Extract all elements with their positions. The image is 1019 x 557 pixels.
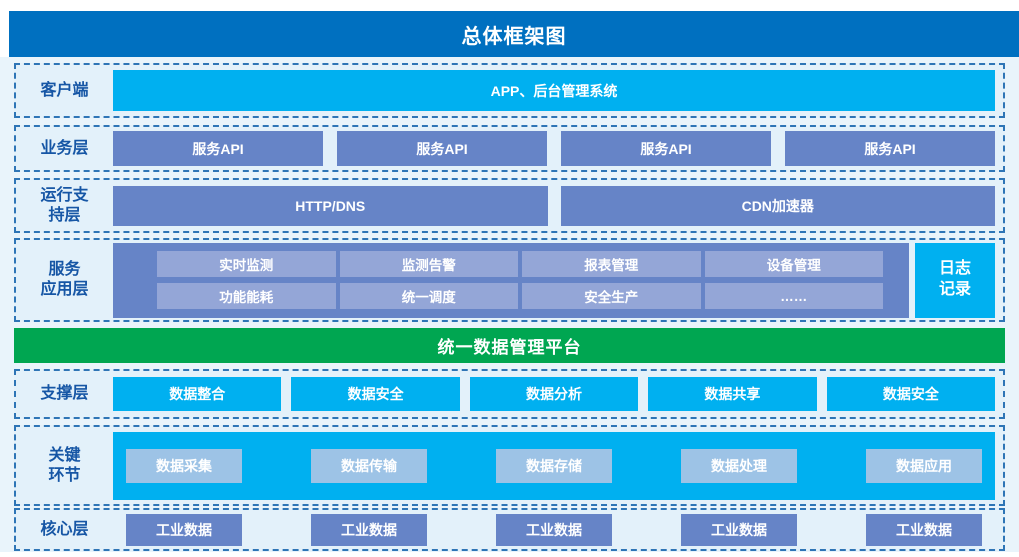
layer-key-links-label: 关键 环节 — [48, 446, 81, 484]
key-link-box: 数据采集 — [126, 448, 242, 483]
service-api-box: 服务API — [561, 131, 771, 166]
page-title: 总体框架图 — [9, 11, 1019, 57]
key-link-box: 数据存储 — [496, 448, 612, 483]
app-module-box: 监测告警 — [339, 251, 518, 277]
layer-client: 客户端 APP、后台管理系统 — [14, 63, 1005, 118]
layer-client-label: 客户端 — [40, 81, 89, 99]
app-module-box: 报表管理 — [522, 251, 701, 277]
key-link-box: 数据应用 — [866, 448, 982, 483]
log-record-box: 日志 记录 — [915, 242, 995, 318]
service-api-box: 服务API — [785, 131, 995, 166]
layer-business: 业务层 服务API 服务API 服务API 服务API — [14, 125, 1005, 172]
app-module-box: 实时监测 — [157, 251, 336, 277]
layer-support-label: 支撑层 — [40, 385, 89, 402]
layer-core: 核心层 工业数据 工业数据 工业数据 工业数据 工业数据 — [14, 508, 1005, 551]
key-link-box: 数据传输 — [311, 448, 427, 483]
app-module-box: 安全生产 — [522, 283, 701, 309]
support-box: 数据整合 — [113, 377, 282, 411]
service-api-box: 服务API — [113, 131, 323, 166]
support-box: 数据安全 — [826, 377, 996, 411]
industrial-data-box: 工业数据 — [496, 513, 612, 546]
service-app-container: 实时监测 监测告警 报表管理 设备管理 功能能耗 统一调度 安全生产 …… — [113, 242, 909, 318]
unified-data-platform-bar: 统一数据管理平台 — [14, 328, 1005, 363]
app-module-box: 设备管理 — [704, 251, 883, 277]
support-box: 数据安全 — [291, 377, 460, 411]
layer-business-label: 业务层 — [40, 139, 89, 157]
key-links-container: 数据采集 数据传输 数据存储 数据处理 数据应用 — [113, 431, 995, 500]
support-box: 数据分析 — [469, 377, 639, 411]
http-dns-box: HTTP/DNS — [113, 185, 548, 226]
service-api-box: 服务API — [337, 131, 547, 166]
client-app-bar: APP、后台管理系统 — [113, 70, 995, 111]
app-module-box: 功能能耗 — [157, 283, 336, 309]
industrial-data-box: 工业数据 — [126, 513, 242, 546]
cdn-box: CDN加速器 — [560, 185, 995, 226]
layer-support: 支撑层 数据整合 数据安全 数据分析 数据共享 数据安全 — [14, 369, 1005, 419]
app-module-box: …… — [704, 283, 883, 309]
layer-core-label: 核心层 — [40, 520, 89, 538]
layer-runtime-support: 运行支 持层 HTTP/DNS CDN加速器 — [14, 178, 1005, 233]
app-module-box: 统一调度 — [339, 283, 518, 309]
key-link-box: 数据处理 — [681, 448, 797, 483]
industrial-data-box: 工业数据 — [866, 513, 982, 546]
layer-service-application: 服务 应用层 实时监测 监测告警 报表管理 设备管理 功能能耗 统一调度 安全生… — [14, 238, 1005, 322]
layer-runtime-label: 运行支 持层 — [40, 186, 89, 224]
industrial-data-box: 工业数据 — [681, 513, 797, 546]
layer-key-links: 关键 环节 数据采集 数据传输 数据存储 数据处理 数据应用 — [14, 425, 1005, 506]
support-box: 数据共享 — [648, 377, 817, 411]
layer-service-app-label: 服务 应用层 — [40, 261, 89, 298]
industrial-data-box: 工业数据 — [311, 513, 427, 546]
